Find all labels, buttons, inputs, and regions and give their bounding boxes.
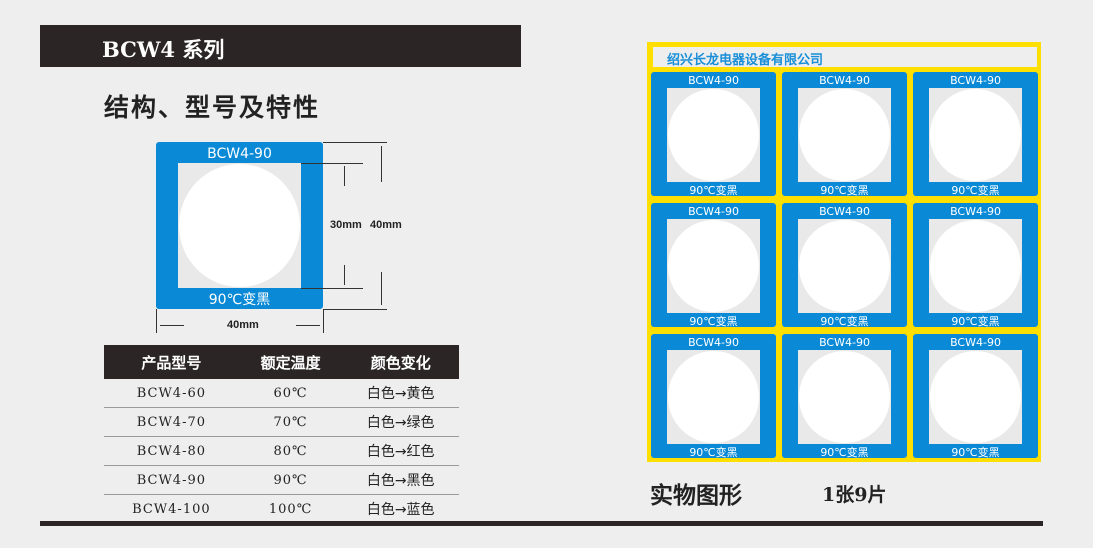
label-model: BCW4-90	[688, 74, 739, 87]
dim-line	[301, 288, 363, 289]
cell-temp: 60℃	[238, 379, 343, 408]
indicator-circle	[930, 89, 1021, 181]
width-dimension: 40mm	[227, 319, 259, 331]
label-change: 90℃变黑	[689, 315, 738, 328]
label-change: 90℃变黑	[689, 446, 738, 459]
label-change: 90℃变黑	[820, 315, 869, 328]
sheet-label: BCW4-90 90℃变黑	[913, 72, 1038, 197]
label-change: 90℃变黑	[820, 446, 869, 459]
inner-dimension: 30mm	[330, 219, 362, 231]
cell-color: 白色→黑色	[342, 465, 459, 495]
indicator-circle	[179, 164, 300, 287]
label-change: 90℃变黑	[689, 184, 738, 197]
label-model: BCW4-90	[207, 146, 272, 162]
dim-line	[156, 309, 157, 333]
indicator-window	[929, 219, 1022, 313]
label-model: BCW4-90	[819, 205, 870, 218]
label-model: BCW4-90	[950, 205, 1001, 218]
dim-arrow-line	[381, 146, 382, 182]
label-diagram: BCW4-90 90℃变黑	[156, 142, 323, 309]
section-subtitle: 结构、型号及特性	[104, 93, 321, 122]
cell-color: 白色→红色	[342, 436, 459, 466]
cell-model: BCW4-100	[104, 494, 239, 524]
label-change: 90℃变黑	[951, 315, 1000, 328]
indicator-circle	[799, 351, 890, 443]
cell-model: BCW4-70	[104, 407, 239, 437]
outer-dimension: 40mm	[370, 219, 402, 231]
indicator-circle	[799, 220, 890, 312]
dim-arrow-line	[160, 325, 184, 326]
dim-line	[323, 309, 324, 333]
sheet-label: BCW4-90 90℃变黑	[782, 72, 907, 197]
indicator-window	[667, 88, 760, 182]
photo-caption: 实物图形	[650, 482, 742, 509]
label-model: BCW4-90	[819, 336, 870, 349]
col-temp: 额定温度	[238, 345, 343, 379]
indicator-circle	[799, 89, 890, 181]
label-model: BCW4-90	[688, 205, 739, 218]
indicator-circle	[668, 351, 759, 443]
cell-temp: 90℃	[238, 465, 343, 495]
company-bar: 绍兴长龙电器设备有限公司	[651, 45, 1039, 69]
bottom-divider	[40, 521, 1043, 526]
dim-arrow-line	[344, 265, 345, 285]
dim-arrow-line	[344, 166, 345, 186]
dim-arrow-line	[381, 272, 382, 305]
label-change: 90℃变黑	[820, 184, 869, 197]
indicator-window	[178, 163, 301, 288]
section-title: BCW4 系列	[102, 37, 225, 62]
cell-color: 白色→蓝色	[342, 494, 459, 524]
dim-line	[323, 309, 387, 310]
label-change: 90℃变黑	[208, 292, 271, 308]
indicator-window	[667, 350, 760, 444]
indicator-circle	[930, 220, 1021, 312]
indicator-circle	[930, 351, 1021, 443]
indicator-window	[929, 350, 1022, 444]
label-model: BCW4-90	[950, 74, 1001, 87]
indicator-window	[798, 350, 891, 444]
indicator-window	[929, 88, 1022, 182]
col-color: 颜色变化	[342, 345, 459, 379]
dim-line	[301, 163, 363, 164]
indicator-window	[667, 219, 760, 313]
label-change: 90℃变黑	[951, 446, 1000, 459]
cell-temp: 70℃	[238, 407, 343, 437]
dim-arrow-line	[296, 325, 320, 326]
cell-model: BCW4-80	[104, 436, 239, 466]
company-name: 绍兴长龙电器设备有限公司	[667, 53, 824, 68]
indicator-circle	[668, 220, 759, 312]
sheet-label: BCW4-90 90℃变黑	[651, 334, 776, 459]
cell-temp: 80℃	[238, 436, 343, 466]
indicator-window	[798, 219, 891, 313]
sheet-label: BCW4-90 90℃变黑	[651, 72, 776, 197]
indicator-circle	[668, 89, 759, 181]
col-model: 产品型号	[104, 345, 239, 379]
quantity-caption: 1张9片	[822, 484, 887, 506]
sheet-label: BCW4-90 90℃变黑	[782, 203, 907, 328]
dim-line	[323, 142, 387, 143]
label-change: 90℃变黑	[951, 184, 1000, 197]
label-model: BCW4-90	[819, 74, 870, 87]
cell-model: BCW4-90	[104, 465, 239, 495]
cell-color: 白色→黄色	[342, 379, 459, 408]
label-model: BCW4-90	[688, 336, 739, 349]
sheet-label: BCW4-90 90℃变黑	[782, 334, 907, 459]
label-model: BCW4-90	[950, 336, 1001, 349]
cell-temp: 100℃	[238, 494, 343, 524]
sheet-label: BCW4-90 90℃变黑	[913, 334, 1038, 459]
cell-model: BCW4-60	[104, 379, 239, 408]
indicator-window	[798, 88, 891, 182]
section-header-bar: BCW4 系列	[40, 25, 521, 67]
cell-color: 白色→绿色	[342, 407, 459, 437]
sheet-label: BCW4-90 90℃变黑	[913, 203, 1038, 328]
sheet-label: BCW4-90 90℃变黑	[651, 203, 776, 328]
